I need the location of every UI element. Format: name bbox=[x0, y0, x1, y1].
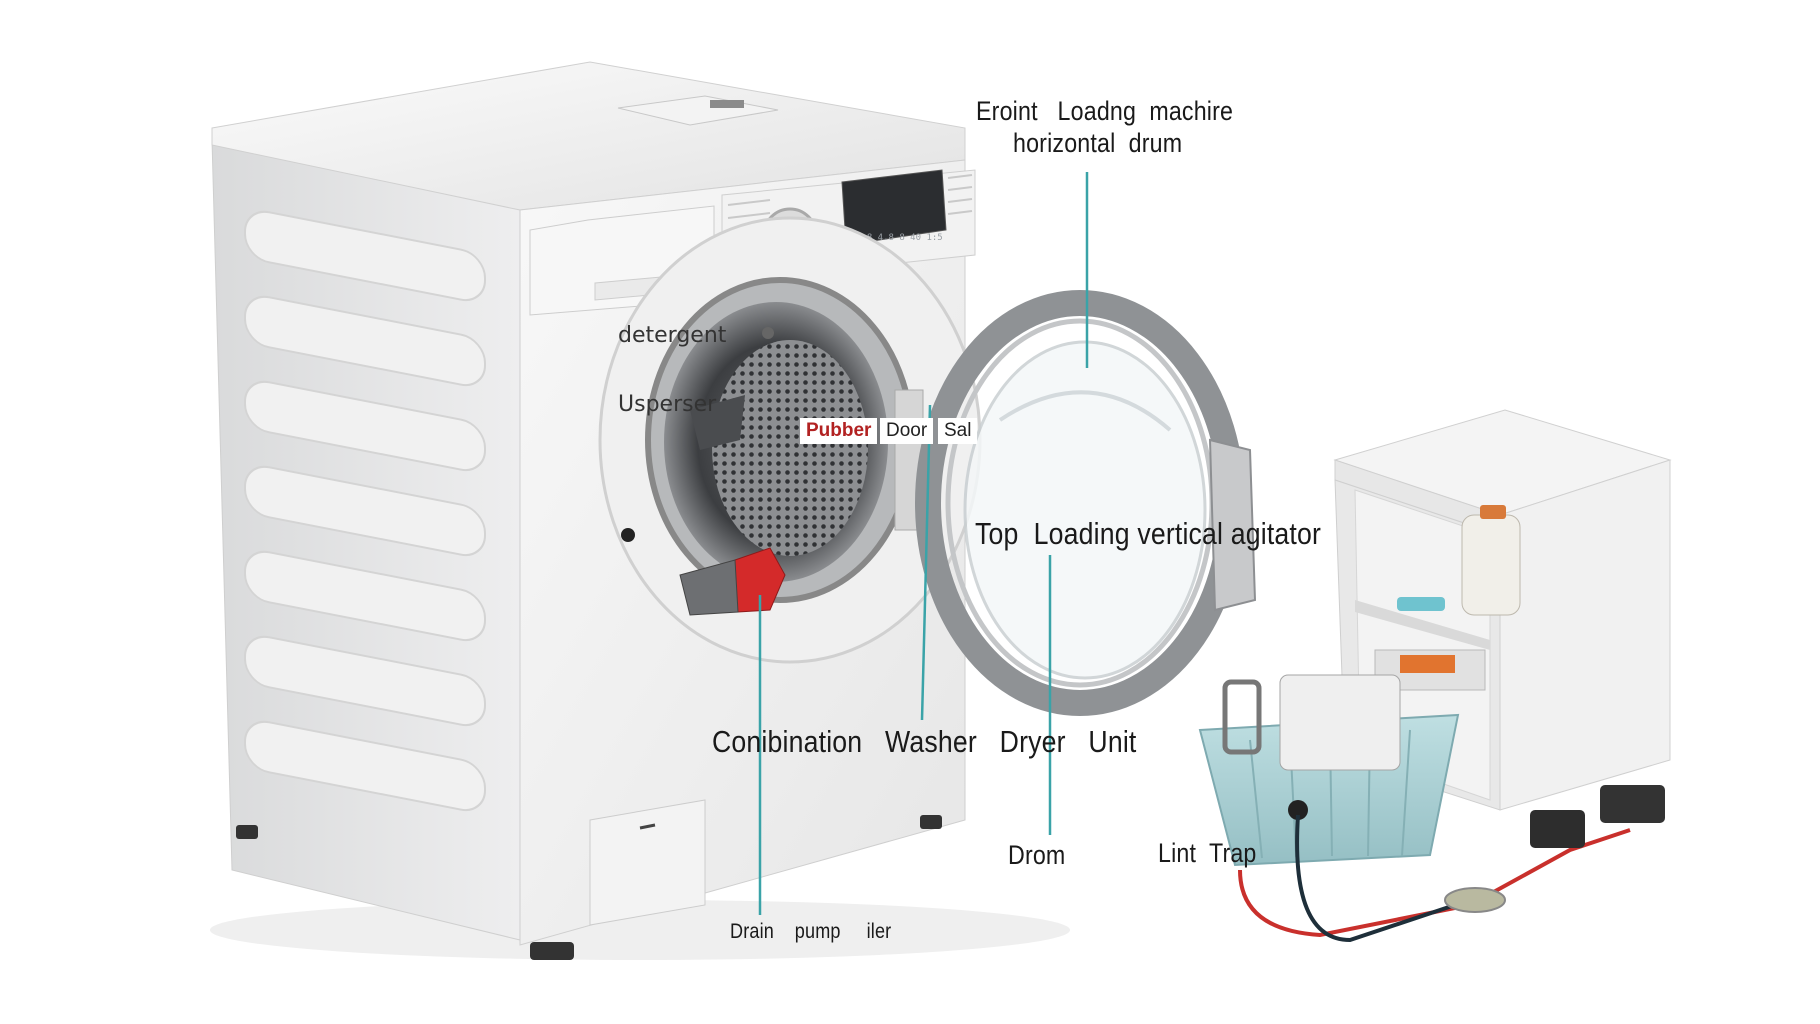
orange-item bbox=[1400, 655, 1455, 673]
open-door bbox=[928, 303, 1255, 703]
washing-machine: 0.8 4.8 8 40 1:5 bbox=[212, 62, 980, 960]
label-rubber-door-seal: Pubber bbox=[800, 418, 877, 444]
foot-right bbox=[920, 815, 942, 829]
label-rubber-door-seal-door: Door bbox=[880, 418, 933, 444]
label-top-loading-agitator: Top Loading vertical agitator bbox=[975, 516, 1321, 552]
cabinet-side bbox=[1500, 460, 1670, 810]
label-front-loading-line2: horizontal drum bbox=[1013, 128, 1182, 159]
drum-perforation bbox=[712, 340, 868, 556]
label-detergent-line2: Usperser bbox=[618, 393, 726, 416]
detergent-bottle bbox=[1462, 515, 1520, 615]
label-detergent-dispenser: detergent Usperser bbox=[618, 278, 726, 439]
basket-appliance bbox=[1280, 675, 1400, 770]
label-drum: Drom bbox=[1008, 840, 1065, 871]
label-detergent-line1: detergent bbox=[618, 324, 726, 347]
label-front-loading-line1: Eroint Loadng machire bbox=[976, 96, 1233, 127]
label-drain-pump-filter: Drain pump iler bbox=[730, 920, 891, 944]
foot-front bbox=[530, 942, 574, 960]
power-plug bbox=[1530, 810, 1585, 848]
soap-bar bbox=[1397, 597, 1445, 611]
top-vent-grille bbox=[710, 100, 744, 108]
foot-left bbox=[236, 825, 258, 839]
power-adapter bbox=[1600, 785, 1665, 823]
label-combination-washer-dryer: Conibination Washer Dryer Unit bbox=[712, 724, 1137, 760]
bottle-cap bbox=[1480, 505, 1506, 519]
latch-hole bbox=[621, 528, 635, 542]
latch-dot bbox=[762, 327, 774, 339]
service-panel bbox=[590, 800, 705, 925]
cord-connector bbox=[1445, 888, 1505, 912]
label-rubber-door-seal-sal: Sal bbox=[938, 418, 977, 444]
label-lint-trap: Lint Trap bbox=[1158, 838, 1257, 869]
